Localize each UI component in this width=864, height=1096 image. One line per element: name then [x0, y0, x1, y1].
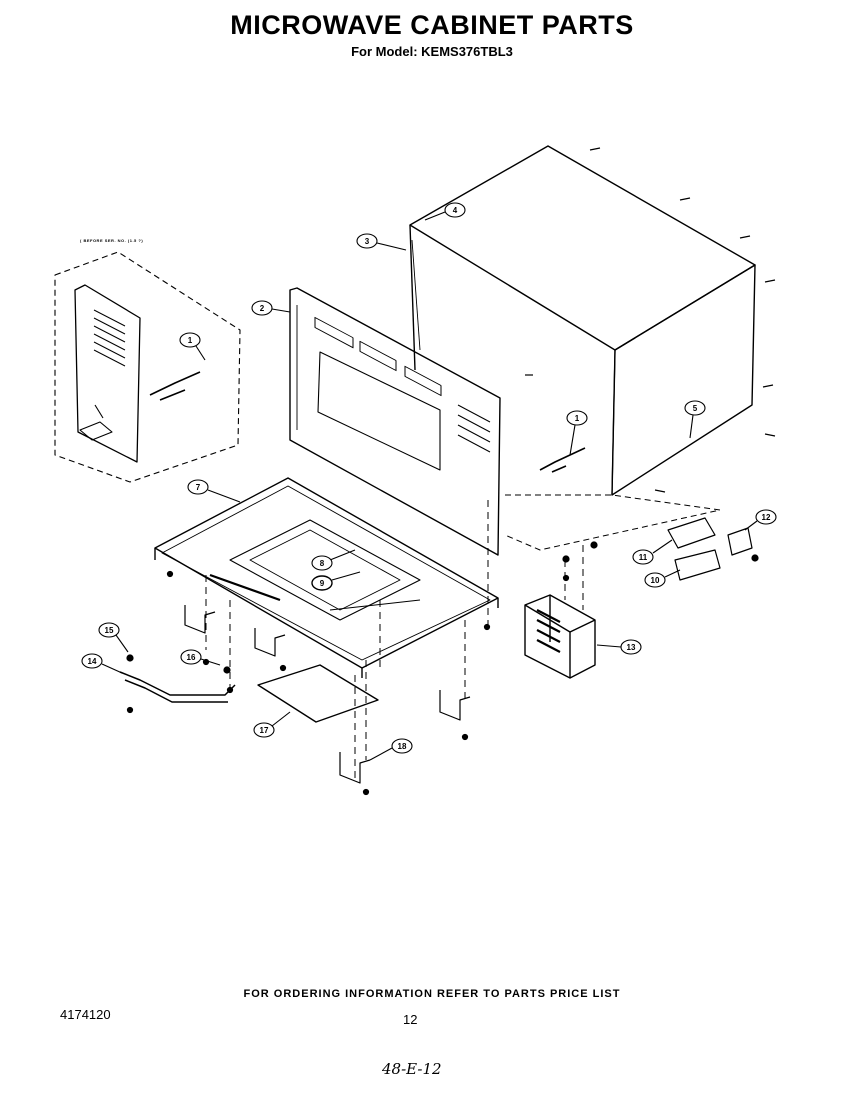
callouts: 1 2 3 4 5 7 8 10 11 12 13 14 15 16: [81, 202, 777, 761]
callout-15: 15: [98, 622, 129, 653]
svg-text:4: 4: [453, 206, 458, 215]
callout-1-right: 1: [566, 410, 588, 456]
svg-text:18: 18: [398, 742, 407, 751]
foot-bracket-18: [339, 752, 371, 784]
inset-vent-slots: [93, 309, 126, 367]
handle-bar-14: [119, 671, 236, 703]
ordering-note: FOR ORDERING INFORMATION REFER TO PARTS …: [243, 988, 621, 1000]
callout-7: 7: [187, 479, 241, 503]
leader-lines: [205, 500, 584, 780]
callout-2: 2: [251, 300, 291, 316]
document-number: 4174120: [60, 1007, 111, 1022]
transformer-13: [524, 594, 596, 679]
cabinet-front-edge: [409, 224, 416, 371]
cabinet-footprint-dashed: [504, 494, 721, 551]
cabinet-side: [611, 264, 756, 496]
fasteners: [126, 541, 759, 796]
svg-text:10: 10: [651, 576, 660, 585]
callout-1-inset: 1: [179, 332, 206, 361]
svg-text:12: 12: [762, 513, 771, 522]
back-panel-outline: [289, 287, 501, 556]
svg-text:17: 17: [260, 726, 269, 735]
callout-17: 17: [253, 711, 291, 738]
shelf-plate-17: [257, 664, 379, 723]
foot-brackets: [184, 605, 471, 784]
callout-9-bubble: 9: [311, 575, 333, 591]
back-panel-window: [317, 351, 441, 471]
callout-14: 14: [81, 653, 123, 674]
callout-10: 10: [644, 569, 681, 588]
callout-5: 5: [684, 400, 706, 439]
power-cord: [539, 447, 586, 473]
callout-6: [329, 549, 356, 561]
inset-bracket: [79, 421, 113, 441]
back-panel-vents: [314, 316, 442, 397]
cabinet-top: [409, 145, 756, 351]
back-panel: [289, 287, 501, 556]
svg-text:13: 13: [627, 643, 636, 652]
callout-11: 11: [632, 539, 673, 565]
outer-cabinet: [409, 145, 776, 496]
svg-text:14: 14: [88, 657, 97, 666]
callout-4: 4: [424, 202, 466, 221]
page-title: MICROWAVE CABINET PARTS: [230, 10, 634, 40]
callout-18: 18: [369, 738, 413, 761]
svg-text:16: 16: [187, 653, 196, 662]
inset-detail: [54, 251, 241, 483]
svg-text:1: 1: [188, 336, 193, 345]
bracket-parts: [667, 517, 753, 581]
inset-caption: ( BEFORE SER. NO. (1.5 ?): [80, 238, 144, 243]
inset-dashed-border: [54, 251, 241, 483]
base-plate-recess: [229, 519, 421, 621]
handwritten-note: 48-E-12: [382, 1060, 442, 1078]
svg-text:11: 11: [639, 553, 648, 562]
callout-8: 8: [311, 555, 361, 581]
svg-text:1: 1: [575, 414, 580, 423]
page-number: 12: [403, 1012, 418, 1027]
callout-13: 13: [596, 639, 642, 655]
model-subtitle: For Model: KEMS376TBL3: [351, 44, 513, 59]
callout-9-label: 9: [320, 579, 325, 588]
svg-text:2: 2: [260, 304, 265, 313]
inset-power-cord: [149, 371, 201, 401]
inset-side-panel: [74, 284, 141, 463]
svg-text:8: 8: [320, 559, 325, 568]
svg-text:5: 5: [693, 404, 698, 413]
callout-3: 3: [356, 233, 407, 251]
base-plate: [154, 477, 499, 678]
svg-text:3: 3: [365, 237, 370, 246]
callout-16: 16: [180, 649, 221, 666]
svg-text:7: 7: [196, 483, 201, 492]
cabinet-screws: [525, 147, 776, 493]
svg-text:15: 15: [105, 626, 114, 635]
callout-12: 12: [744, 509, 777, 531]
